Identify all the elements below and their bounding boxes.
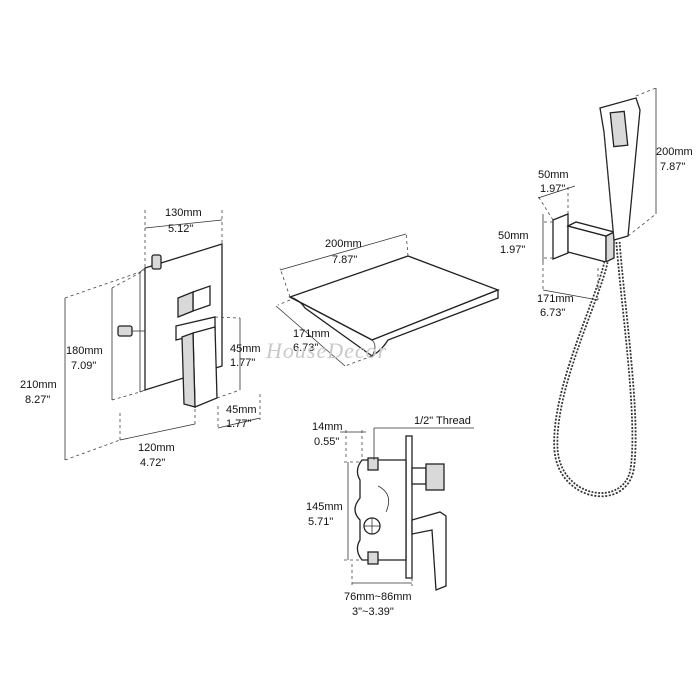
hose-offset-mm: 171mm <box>537 293 574 305</box>
handle-height-in: 1.77" <box>230 357 255 369</box>
thread-label: 1/2" Thread <box>414 415 471 427</box>
shower-hose <box>553 241 637 498</box>
side-inlet <box>117 325 133 337</box>
holder-height-mm: 50mm <box>498 230 529 242</box>
valve-lever <box>411 511 447 591</box>
spout-width-mm: 200mm <box>325 238 362 250</box>
panel-width-in: 5.12" <box>168 223 193 235</box>
panel-depth-in: 4.72" <box>140 457 165 469</box>
valve-dimensions: 1/2" Thread 14mm 0.55" 145mm 5.71" 76mm~… <box>306 415 474 618</box>
valve-depth-mm: 76mm~86mm <box>344 591 412 603</box>
hose-offset-in: 6.73" <box>540 307 565 319</box>
valve-diverter-knob <box>411 467 427 485</box>
handle-depth-in: 1.77" <box>226 418 251 430</box>
valve-depth-in: 3"~3.39" <box>352 606 394 618</box>
spout-drawing <box>288 255 500 357</box>
watermark-text: HouseDecor <box>265 338 387 363</box>
valve-wall-plate <box>405 435 413 579</box>
holder-width-in: 1.97" <box>540 183 565 195</box>
holder-width-mm: 50mm <box>538 169 569 181</box>
valve-body <box>354 459 407 561</box>
panel-width-mm: 130mm <box>165 207 202 219</box>
spout-depth-in: 6.73" <box>293 342 318 354</box>
handle-depth-mm: 45mm <box>226 404 257 416</box>
panel-height-mm: 210mm <box>20 379 57 391</box>
handshower-drawing <box>552 97 641 498</box>
panel-depth-mm: 120mm <box>138 442 175 454</box>
valve-height-in: 5.71" <box>308 516 333 528</box>
panel-inner-height-mm: 180mm <box>66 345 103 357</box>
valve-inlet-mm: 14mm <box>312 421 343 433</box>
valve-side-drawing <box>354 435 447 591</box>
panel-height-in: 8.27" <box>25 394 50 406</box>
handshower-length-in: 7.87" <box>660 161 685 173</box>
mixer-dimensions: 130mm 5.12" 180mm 7.09" 210mm 8.27" 120m… <box>20 207 261 469</box>
handle-height-mm: 45mm <box>230 343 261 355</box>
spout-front-lip <box>289 289 499 357</box>
spout-dimensions: 200mm 7.87" 171mm 6.73" <box>275 231 409 367</box>
spout-depth-mm: 171mm <box>293 328 330 340</box>
handshower-length-mm: 200mm <box>656 146 693 158</box>
valve-inlet-in: 0.55" <box>314 436 339 448</box>
valve-height-mm: 145mm <box>306 501 343 513</box>
holder-height-in: 1.97" <box>500 244 525 256</box>
top-connector <box>151 254 162 270</box>
spout-width-in: 7.87" <box>332 254 357 266</box>
panel-inner-height-in: 7.09" <box>71 360 96 372</box>
wall-holder <box>552 213 569 260</box>
handshower-dimensions: 50mm 1.97" 50mm 1.97" 171mm 6.73" 200mm … <box>498 87 693 319</box>
mixer-panel-drawing <box>117 243 223 408</box>
